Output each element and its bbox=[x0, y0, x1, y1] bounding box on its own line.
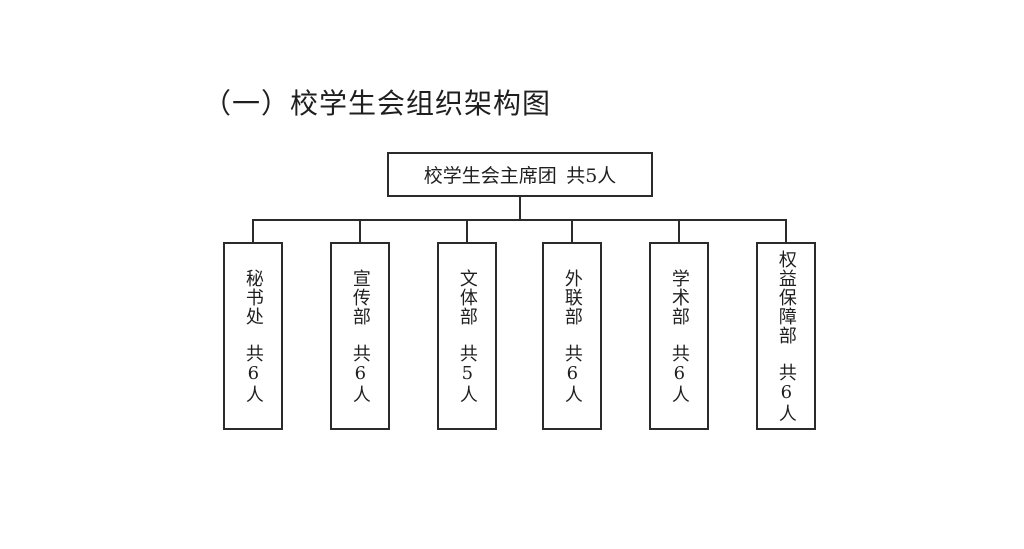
connector-drop-4 bbox=[571, 219, 573, 242]
org-root-label: 校学生会主席团 bbox=[423, 165, 557, 187]
dept-count: 共6人 bbox=[349, 343, 371, 404]
dept-name: 宣传部 bbox=[349, 268, 371, 326]
connector-drop-6 bbox=[785, 219, 787, 242]
dept-count: 共6人 bbox=[668, 343, 690, 404]
dept-name: 秘书处 bbox=[242, 268, 264, 326]
dept-box-mishuchu: 秘书处共6人 bbox=[223, 242, 283, 430]
dept-name: 学术部 bbox=[668, 268, 690, 326]
dept-box-wentibu: 文体部共5人 bbox=[437, 242, 497, 430]
dept-count: 共6人 bbox=[561, 343, 583, 404]
dept-name: 文体部 bbox=[456, 268, 478, 326]
dept-box-xuanchuanbu: 宣传部共6人 bbox=[330, 242, 390, 430]
org-root-box: 校学生会主席团 共5人 bbox=[387, 152, 653, 197]
dept-name: 外联部 bbox=[561, 268, 583, 326]
dept-count: 共6人 bbox=[775, 362, 797, 423]
section-title: （一）校学生会组织架构图 bbox=[203, 87, 552, 120]
connector-drop-2 bbox=[359, 219, 361, 242]
org-root-count: 共5人 bbox=[566, 165, 617, 187]
connector-horizontal bbox=[252, 219, 787, 221]
dept-box-wailianbu: 外联部共6人 bbox=[542, 242, 602, 430]
connector-drop-3 bbox=[466, 219, 468, 242]
connector-drop-5 bbox=[678, 219, 680, 242]
dept-count: 共6人 bbox=[242, 343, 264, 404]
dept-box-xueshubu: 学术部共6人 bbox=[649, 242, 709, 430]
connector-trunk bbox=[519, 197, 521, 219]
dept-box-quanyibaozhangbu: 权益保障部共6人 bbox=[756, 242, 816, 430]
connector-drop-1 bbox=[252, 219, 254, 242]
dept-name: 权益保障部 bbox=[775, 249, 797, 345]
dept-count: 共5人 bbox=[456, 343, 478, 404]
